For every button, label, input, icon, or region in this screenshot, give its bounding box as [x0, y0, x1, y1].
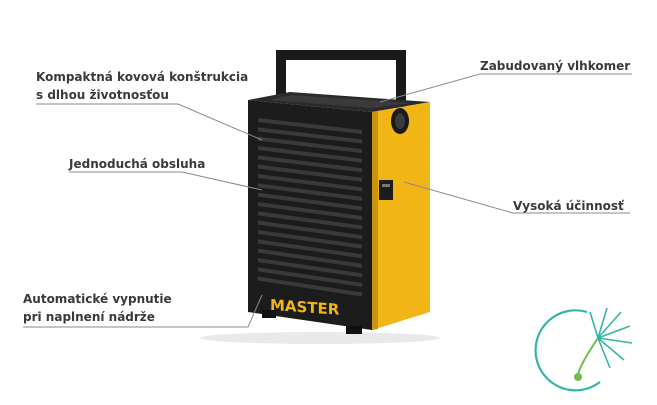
louver-slat [258, 127, 362, 144]
callout-line-construction [36, 103, 263, 141]
callout-construction: Kompaktná kovová konštrukcia s dlhou živ… [36, 68, 248, 104]
callout-auto-off-line1: Automatické vypnutie [23, 292, 172, 306]
louver-slat [258, 164, 362, 182]
louver-slat [258, 230, 362, 249]
brand-logo: MASTER [270, 296, 340, 319]
callout-auto-off-line2: pri naplnení nádrže [23, 310, 155, 324]
callout-line-hygrometer [379, 73, 632, 103]
louver-slat [258, 239, 362, 259]
dandelion-logo [534, 307, 633, 392]
louver-slat [258, 183, 362, 201]
louver-slat [258, 267, 362, 287]
callout-construction-line1: Kompaktná kovová konštrukcia [36, 70, 249, 84]
logo-arc [534, 309, 601, 392]
front-louvers [258, 118, 362, 297]
floor-shadow [200, 332, 440, 344]
logo-seed-dot [574, 373, 582, 381]
louver-slat [258, 220, 362, 240]
callout-line-operation [69, 171, 263, 191]
callout-hygrometer: Zabudovaný vlhkomer [480, 59, 631, 73]
callout-line-efficiency [403, 181, 630, 214]
control-switch [379, 180, 393, 200]
louver-slat [258, 248, 362, 268]
foot [346, 326, 362, 334]
callout-lines [23, 73, 632, 328]
louver-slat [258, 118, 362, 134]
callout-construction-line2: s dlhou životnosťou [36, 88, 169, 102]
callout-line-auto-off [23, 294, 263, 328]
louver-slat [258, 174, 362, 192]
carry-handle [276, 50, 406, 108]
logo-seeds [589, 307, 633, 369]
foot [262, 310, 276, 318]
yellow-side-panel [372, 102, 430, 330]
louver-slat [258, 136, 362, 154]
callout-efficiency: Vysoká účinnosť [513, 199, 624, 213]
louver-slat [258, 258, 362, 278]
louver-slat [258, 155, 362, 173]
logo-stem [577, 337, 599, 375]
louver-slat [258, 276, 362, 297]
callout-auto-off: Automatické vypnutie pri naplnení nádrže [23, 290, 172, 326]
louver-slat [258, 202, 362, 220]
callout-operation: Jednoduchá obsluha [69, 157, 206, 171]
louver-slat [258, 211, 362, 230]
louver-slat [258, 192, 362, 211]
louver-slat [258, 146, 362, 163]
